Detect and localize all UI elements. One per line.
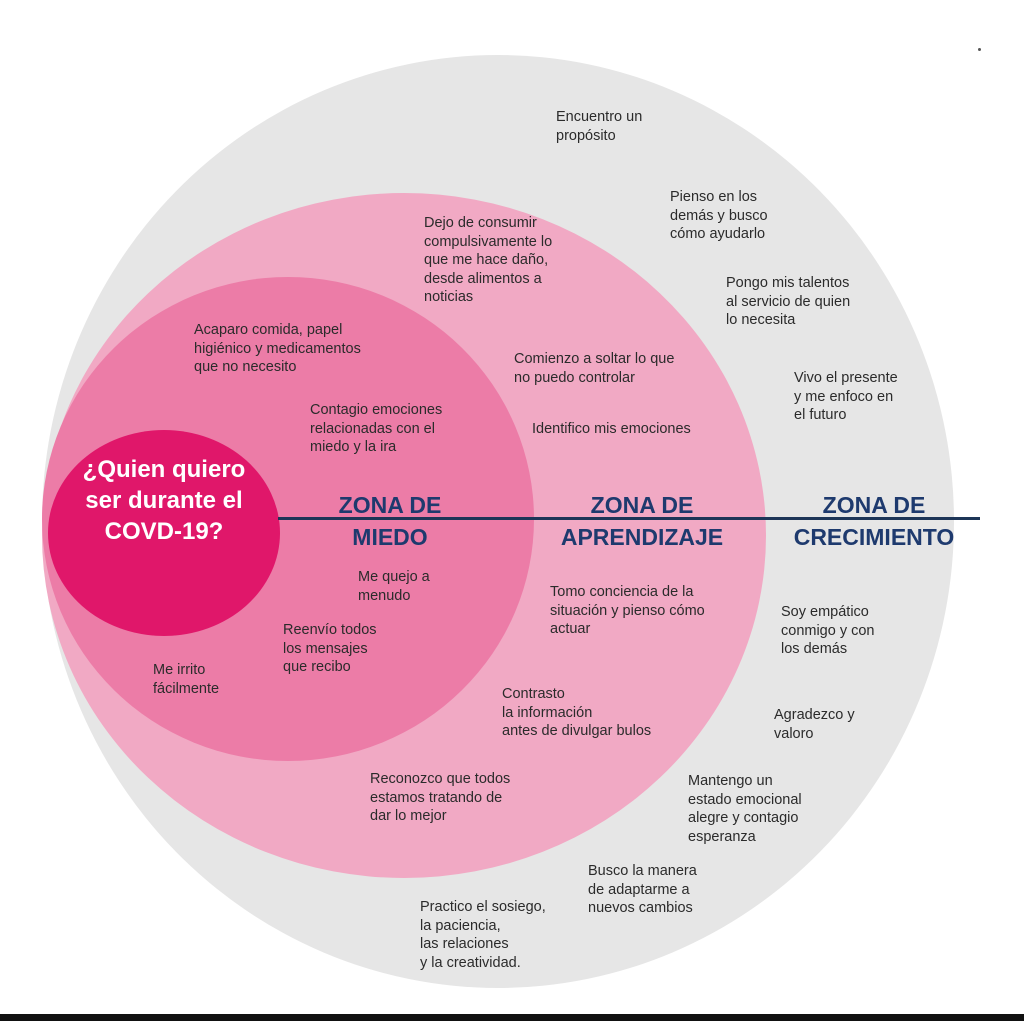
growth-item: Pienso en los demás y busco cómo ayudarl… bbox=[670, 189, 768, 242]
growth-item: Agradezco y valoro bbox=[774, 707, 855, 742]
zone-title-fear-line2: MIEDO bbox=[352, 524, 428, 550]
core-question-circle bbox=[48, 430, 280, 636]
learning-item: Comienzo a soltar lo que no puedo contro… bbox=[514, 351, 675, 386]
bottom-border bbox=[0, 1014, 1024, 1021]
speck bbox=[978, 48, 981, 51]
growth-item: Mantengo un estado emocional alegre y co… bbox=[688, 773, 802, 845]
zone-title-learning-line2: APRENDIZAJE bbox=[560, 524, 724, 550]
learning-item: Dejo de consumir compulsivamente lo que … bbox=[424, 215, 553, 305]
zone-title-learning-line1: ZONA DE bbox=[590, 492, 694, 518]
zone-title-growth: ZONA DE CRECIMIENTO bbox=[768, 489, 980, 553]
zone-title-fear: ZONA DE MIEDO bbox=[300, 489, 480, 553]
learning-item: Reconozco que todos estamos tratando de … bbox=[370, 771, 511, 824]
fear-item: Contagio emociones relacionadas con el m… bbox=[310, 402, 443, 455]
zone-title-learning: ZONA DE APRENDIZAJE bbox=[532, 489, 752, 553]
zone-title-fear-line1: ZONA DE bbox=[338, 492, 442, 518]
zone-title-growth-line1: ZONA DE bbox=[822, 492, 926, 518]
growth-item: Soy empático conmigo y con los demás bbox=[781, 604, 875, 657]
learning-item: Identifico mis emociones bbox=[532, 421, 691, 437]
fear-item: Me irrito fácilmente bbox=[153, 662, 220, 697]
growth-item: Pongo mis talentos al servicio de quien … bbox=[726, 275, 851, 328]
zone-title-growth-line2: CRECIMIENTO bbox=[793, 524, 955, 550]
learning-item: Contrasto la información antes de divulg… bbox=[502, 686, 652, 739]
core-question-text: ¿Quien quiero ser durante el COVD-19? bbox=[82, 456, 246, 545]
learning-item: Tomo conciencia de la situación y pienso… bbox=[550, 584, 705, 637]
growth-item: Busco la manera de adaptarme a nuevos ca… bbox=[588, 863, 697, 916]
zone-axis-line bbox=[278, 517, 980, 520]
fear-item: Acaparo comida, papel higiénico y medica… bbox=[194, 322, 361, 375]
fear-item: Reenvío todos los mensajes que recibo bbox=[283, 622, 377, 675]
fear-item: Me quejo a menudo bbox=[358, 569, 430, 604]
growth-item: Encuentro un propósito bbox=[556, 109, 643, 144]
growth-item: Vivo el presente y me enfoco en el futur… bbox=[794, 370, 898, 423]
growth-item: Practico el sosiego, la paciencia, las r… bbox=[420, 899, 546, 971]
